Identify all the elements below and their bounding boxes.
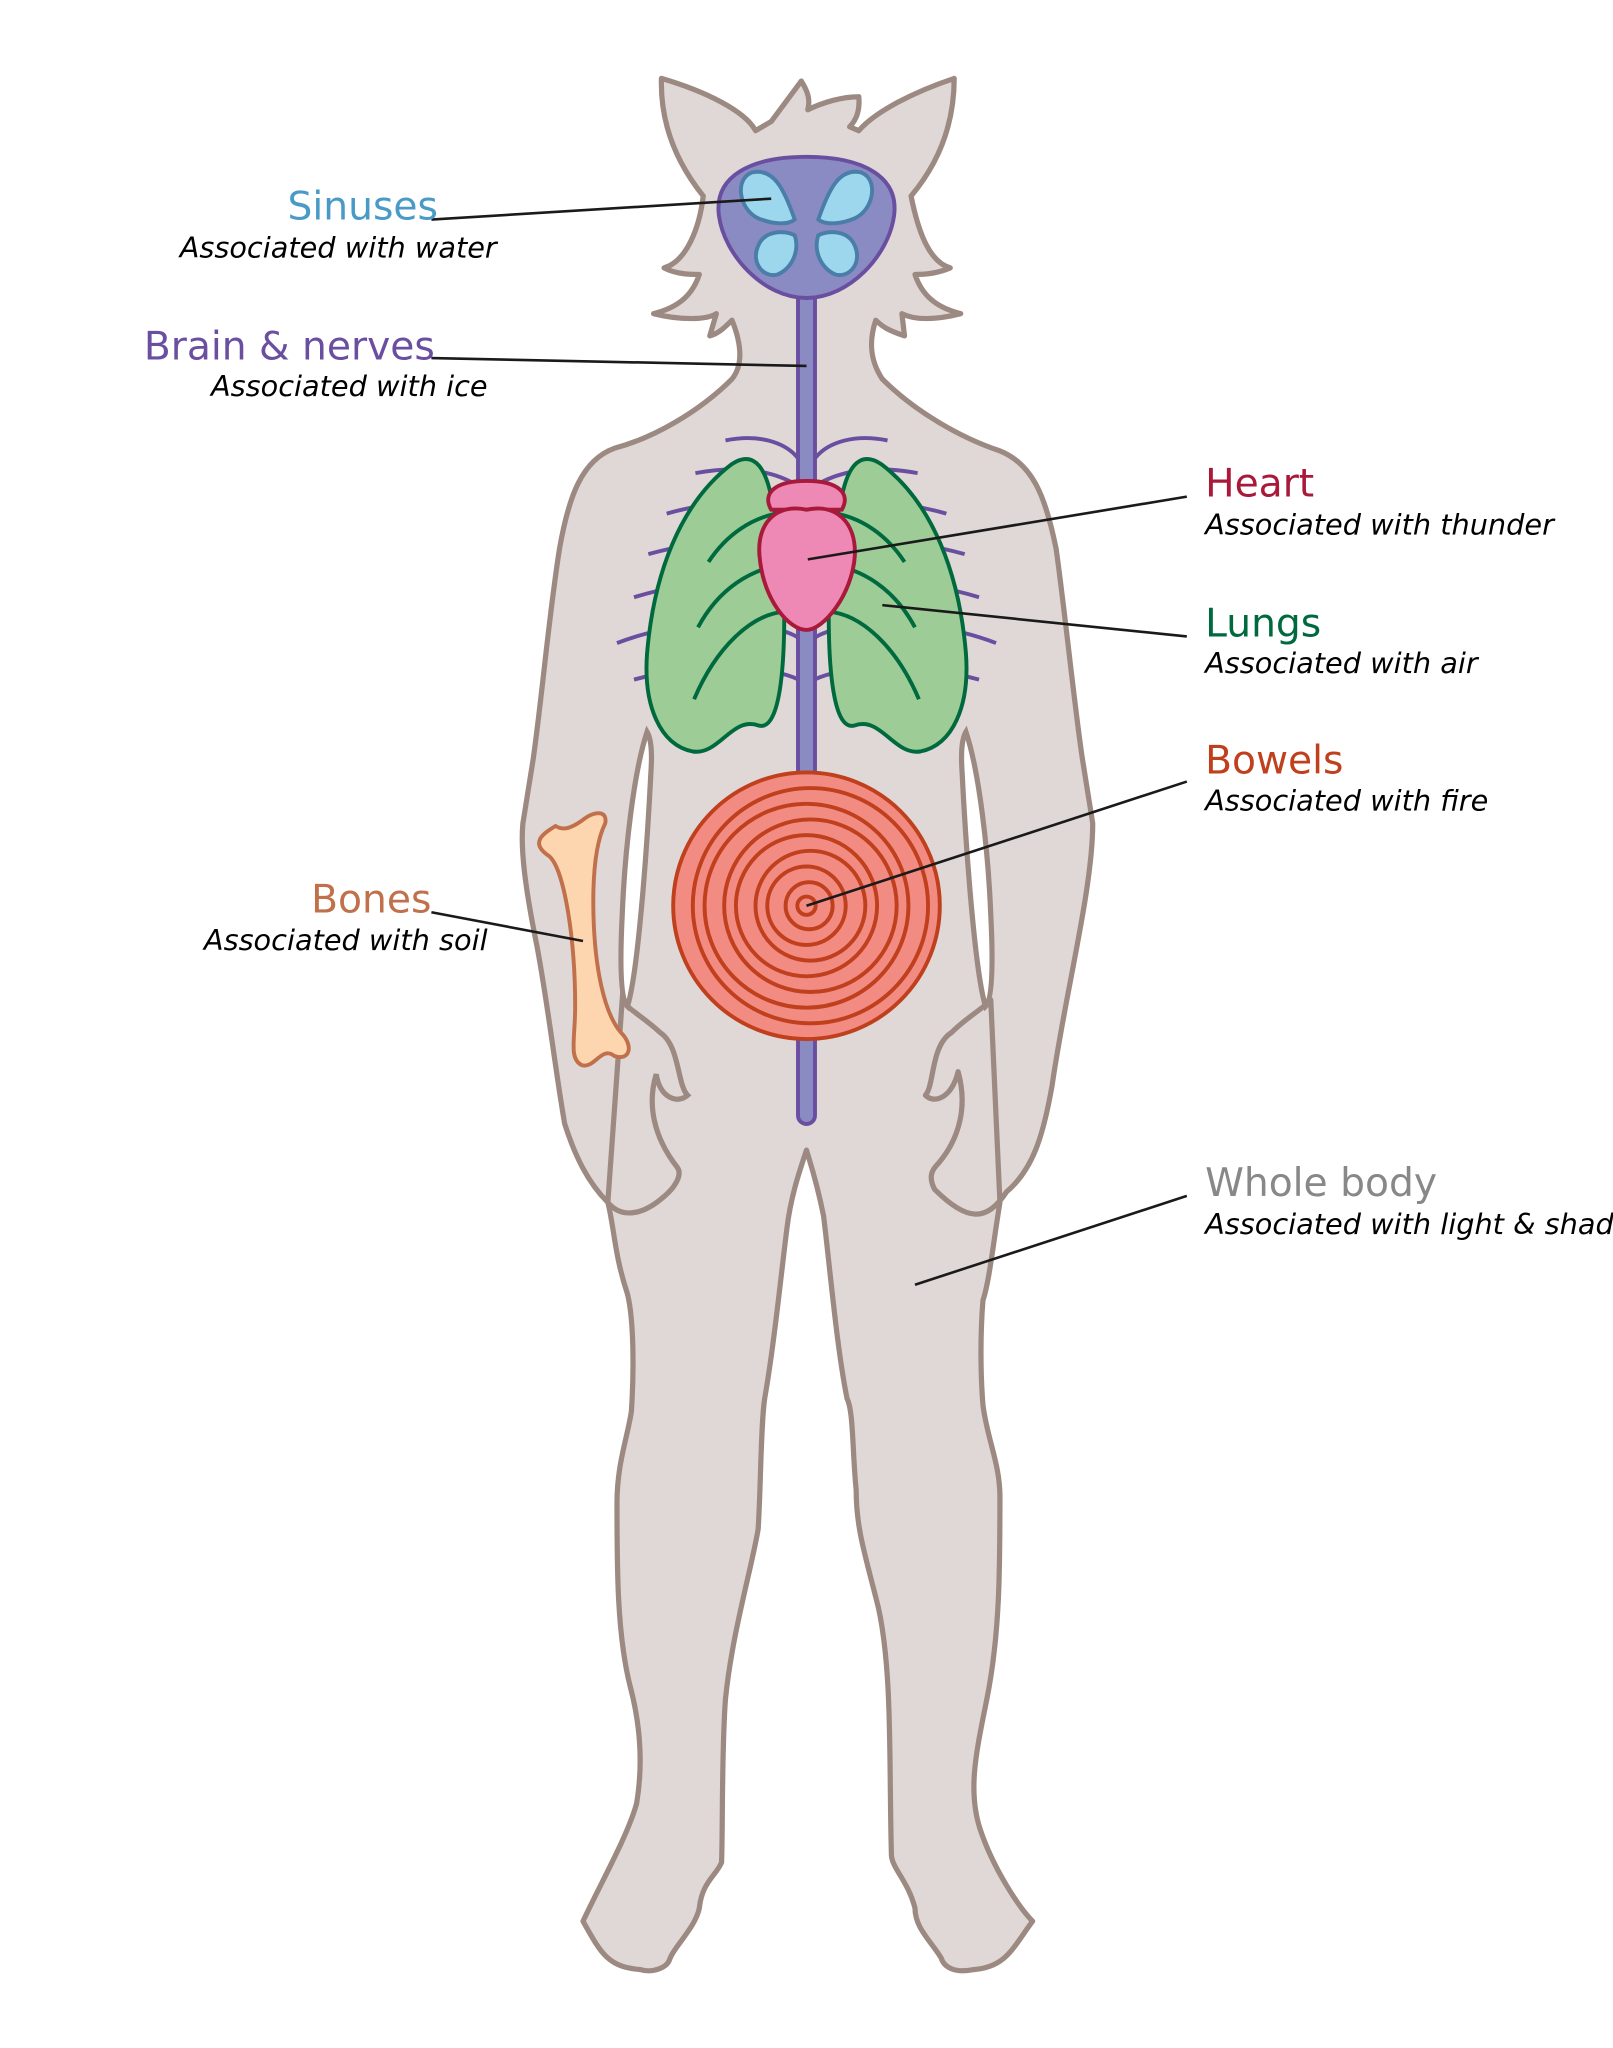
brain-title: Brain & nerves <box>144 324 435 369</box>
bones-subtitle: Associated with soil <box>202 923 488 957</box>
right-arm-gap <box>958 725 995 1012</box>
bones-title: Bones <box>311 877 431 922</box>
bowels-title: Bowels <box>1205 739 1343 784</box>
bowels-subtitle: Associated with fire <box>1203 783 1488 817</box>
sinuses-subtitle: Associated with water <box>178 230 499 264</box>
brain-subtitle: Associated with ice <box>209 369 488 403</box>
lungs <box>644 457 969 754</box>
body-title: Whole body <box>1205 1161 1437 1206</box>
heart-leader <box>807 495 1188 561</box>
sinus-cavities <box>738 169 875 278</box>
body-leader <box>914 1194 1188 1286</box>
heart-subtitle: Associated with thunder <box>1203 508 1556 542</box>
lungs-leader <box>882 603 1187 638</box>
heart <box>757 478 857 632</box>
left-arm-gap <box>618 725 655 1012</box>
lungs-subtitle: Associated with air <box>1203 646 1480 680</box>
bones-leader <box>431 910 584 943</box>
heart-title: Heart <box>1205 462 1314 507</box>
body-subtitle: Associated with light & shadow <box>1203 1207 1613 1241</box>
brain-leader <box>431 356 807 368</box>
lungs-title: Lungs <box>1205 601 1321 646</box>
sinuses-leader <box>431 197 772 221</box>
sinuses-title: Sinuses <box>288 185 438 230</box>
bowels-leader <box>806 780 1188 907</box>
bone <box>537 811 631 1068</box>
